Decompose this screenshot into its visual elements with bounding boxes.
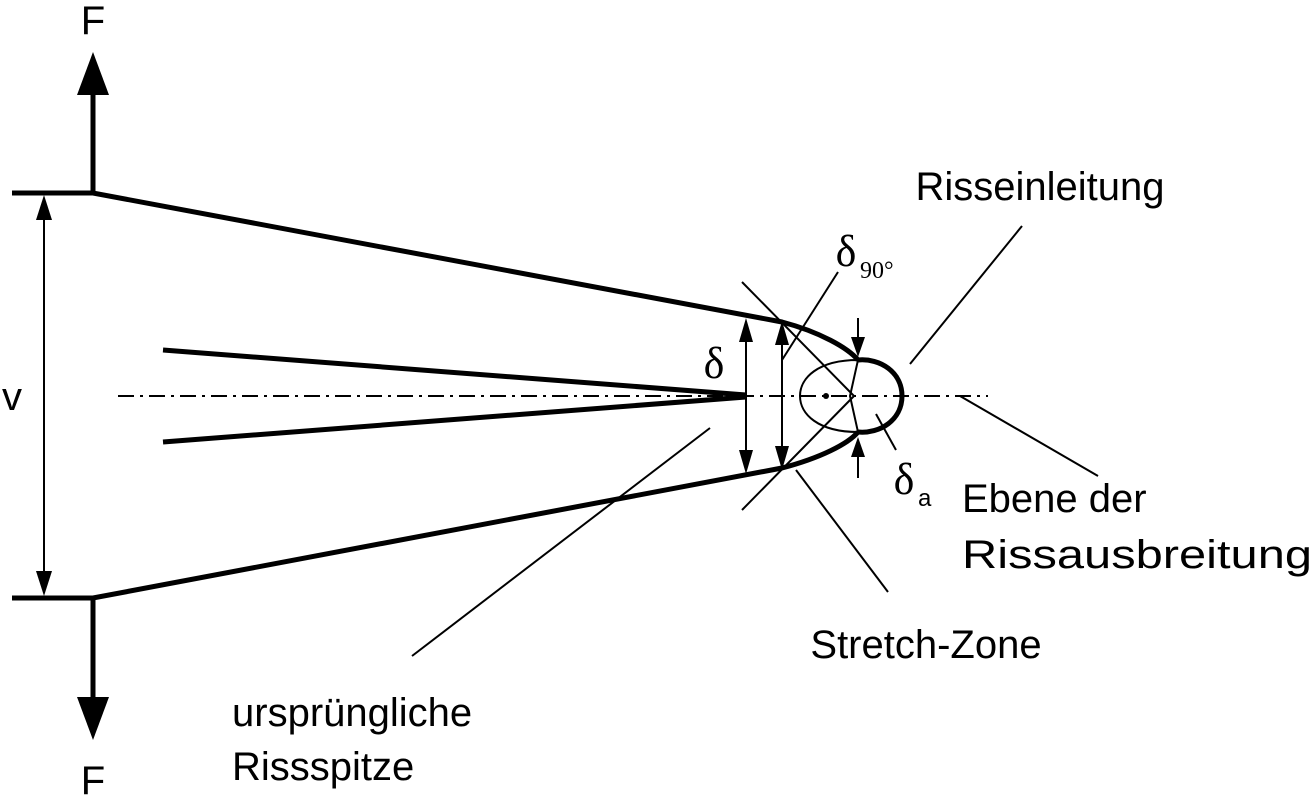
center-dot [823, 393, 829, 399]
stretch-zone-label: Stretch-Zone [810, 623, 1041, 667]
delta-dimension-arrow [739, 318, 753, 474]
leader-risseinleitung [909, 225, 1023, 365]
lower-flank [12, 430, 860, 601]
v-label: v [2, 375, 22, 419]
delta-a-symbol: δ [894, 455, 915, 504]
leader-ebene [959, 395, 1099, 477]
leader-lines [411, 225, 1099, 657]
delta-label: δ [704, 339, 725, 388]
delta-a-label: δ a [894, 455, 932, 512]
force-arrow-top [77, 52, 109, 193]
delta-a-subscript: a [918, 485, 932, 512]
delta-90-symbol: δ [836, 227, 857, 276]
upper-flank [12, 190, 860, 362]
delta-a-arrows [851, 318, 865, 478]
delta-90-subscript: 90° [860, 258, 894, 284]
leader-delta-90 [781, 271, 839, 361]
force-label-top: F [81, 0, 105, 43]
leader-stretch-zone [795, 469, 889, 593]
original-tip-label-line2: Rissspitze [232, 745, 414, 789]
force-arrow-bottom [77, 598, 109, 740]
leader-original-tip [411, 427, 711, 657]
ninety-degree-lines [741, 281, 855, 511]
leader-delta-a [875, 413, 897, 451]
original-crack [162, 347, 747, 445]
delta-90-label: δ 90° [836, 227, 894, 284]
v-dimension-arrow [36, 195, 52, 596]
ebene-label-line1: Ebene der [962, 477, 1147, 521]
force-label-bottom: F [81, 759, 105, 798]
risseinleitung-label: Risseinleitung [915, 165, 1164, 209]
ebene-label-line2: Rissausbreitung [962, 533, 1312, 577]
original-tip-label-line1: ursprüngliche [232, 691, 472, 735]
